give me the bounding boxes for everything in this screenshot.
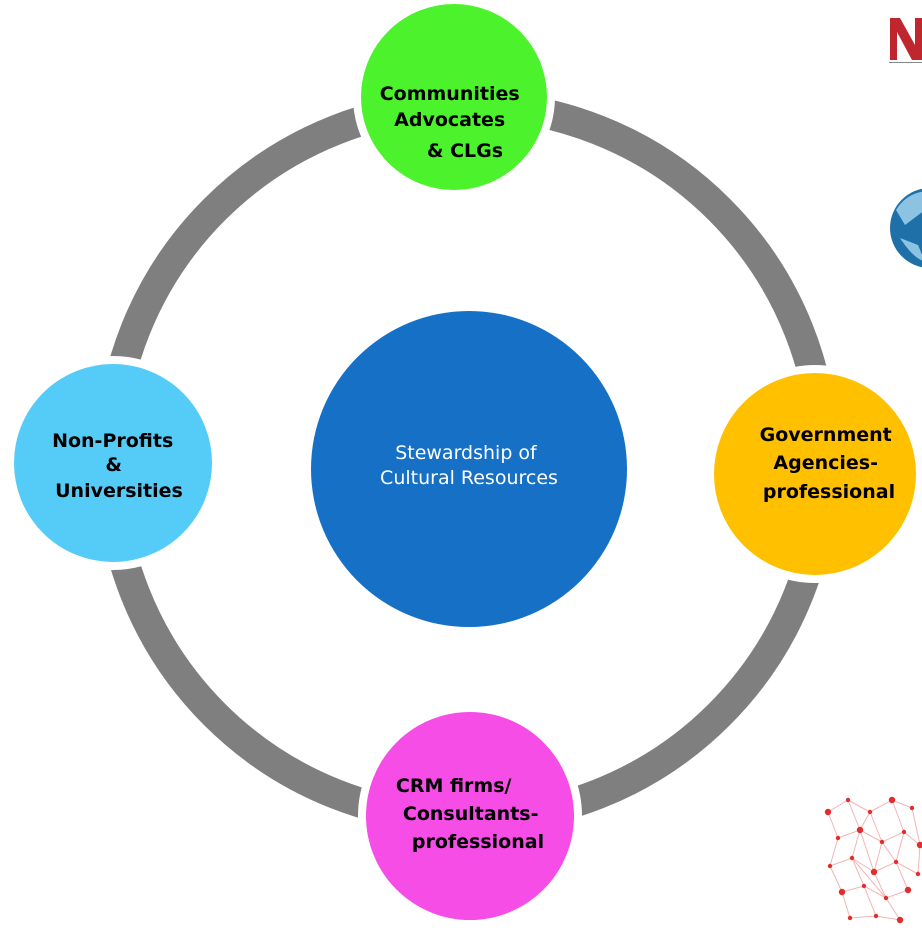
network-node [901,829,907,835]
network-link [885,889,909,899]
network-link [873,871,887,899]
network-link [837,829,861,839]
node-non-profits-line-1: Non-Profits [52,430,173,452]
network-link [851,857,865,887]
network-node [893,859,899,865]
network-link [873,841,883,873]
node-non-profits-label: Non-Profits & Universities [52,430,183,502]
network-node [916,841,922,849]
network-node [847,915,853,921]
node-communities-line-3: & CLGs [427,140,503,162]
network-node [838,888,846,896]
center-label-line-1: Stewardship of [395,442,538,464]
network-node [873,913,879,919]
node-non-profits [6,356,220,570]
network-node [845,797,851,803]
node-crm-firms-line-2: Consultants- [403,803,539,825]
network-link [859,811,871,831]
node-crm-firms-line-1: CRM firms/ [396,775,512,797]
network-link [881,831,905,843]
network-node [827,863,833,869]
network-link [873,861,897,873]
network-link [847,799,861,831]
node-crm-firms [358,704,582,928]
network-link [841,885,865,893]
network-link [895,861,919,875]
logo-top-right [889,18,922,63]
network-node [835,835,841,841]
network-link [859,829,875,873]
network-node [888,796,896,804]
network-link [891,799,905,833]
network-link [885,897,901,921]
network-node [849,855,855,861]
node-non-profits-line-3: Universities [55,480,183,502]
network-link [895,861,909,891]
network-link [875,915,901,921]
node-crm-firms-label: CRM firms/ Consultants- professional [396,775,545,853]
network-link [869,799,893,813]
network-link [903,831,921,846]
network-link [891,799,913,809]
network-link [863,885,887,899]
network-link [911,807,921,846]
center-circle [311,311,627,627]
network-link [827,811,839,839]
node-communities [353,0,555,198]
network-link [851,857,887,899]
network-node [867,809,873,815]
network-link [829,865,843,893]
node-communities-line-1: Communities [380,83,520,105]
node-communities-label: Communities Advocates & CLGs [380,83,527,162]
node-government-line-3: professional [763,481,895,503]
network-link [827,799,849,813]
network-node [861,883,867,889]
network-link [881,841,897,863]
node-government [706,365,922,583]
network-link [847,799,871,813]
network-link [917,844,921,875]
network-link [895,831,905,863]
network-node [879,839,885,845]
network-node [856,826,864,834]
network-link [851,829,861,859]
center-label-line-2: Cultural Resources [380,467,558,489]
network-node [824,808,832,816]
node-government-label: Government Agencies- professional [760,424,899,503]
network-node [909,805,915,811]
network-graphic [824,796,922,924]
node-communities-line-2: Advocates [394,109,505,131]
network-link [849,915,877,919]
network-link [829,857,853,867]
network-link [869,811,883,843]
network-node [870,868,878,876]
globe-icon [890,188,922,268]
node-government-line-1: Government [760,424,892,446]
center-label: Stewardship of Cultural Resources [380,442,558,489]
network-link [863,885,877,917]
network-node [883,895,889,901]
network-link [851,857,875,873]
network-node [904,886,912,894]
node-non-profits-line-2: & [105,454,122,476]
node-government-line-2: Agencies- [773,452,878,474]
node-crm-firms-line-3: professional [412,831,544,853]
network-node [915,871,921,877]
network-link [829,837,839,867]
network-link [841,891,851,919]
network-node [896,916,904,924]
network-link [859,829,883,843]
